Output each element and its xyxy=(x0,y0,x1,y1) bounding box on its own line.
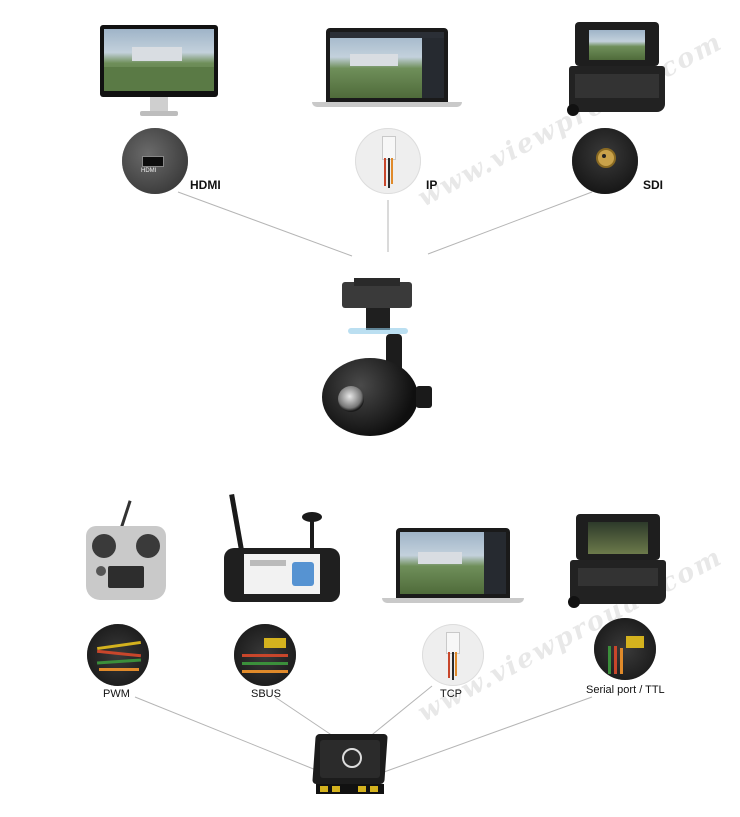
laptop-device-bottom xyxy=(382,528,524,606)
case-screen-top xyxy=(589,30,645,60)
line-pwm xyxy=(134,696,317,771)
ground-station-case-top xyxy=(567,22,667,116)
sdi-connector-thumbnail xyxy=(572,128,638,194)
tcp-cable-thumbnail xyxy=(422,624,484,686)
label-serial-port: Serial port / TTL xyxy=(586,684,665,696)
ip-cable-thumbnail xyxy=(355,128,421,194)
handheld-ground-controller xyxy=(222,493,342,604)
laptop-screen-bottom xyxy=(400,532,506,594)
rc-transmitter xyxy=(82,500,170,602)
sbus-wiring-thumbnail xyxy=(234,624,296,686)
monitor-device xyxy=(100,25,220,120)
board-logo-icon xyxy=(342,748,362,768)
line-sbus xyxy=(274,696,337,739)
label-ip: IP xyxy=(426,178,438,192)
serial-port-wiring-thumbnail xyxy=(594,618,656,680)
line-tcp xyxy=(367,685,433,739)
hdmi-port-text: HDMI xyxy=(141,168,157,174)
line-hdmi xyxy=(177,191,353,257)
label-hdmi: HDMI xyxy=(190,178,221,192)
label-sdi: SDI xyxy=(643,178,664,192)
camera-lens xyxy=(338,386,364,412)
control-board xyxy=(312,734,388,800)
ground-station-case-bottom xyxy=(568,514,668,608)
line-sdi xyxy=(427,191,593,255)
laptop-screen-top xyxy=(330,32,444,98)
label-sbus: SBUS xyxy=(251,688,281,700)
monitor-screen xyxy=(104,29,214,91)
label-pwm: PWM xyxy=(103,688,130,700)
laptop-device-top xyxy=(312,28,462,110)
line-serial xyxy=(383,696,593,773)
case-screen-bottom xyxy=(588,522,648,554)
label-tcp: TCP xyxy=(440,688,462,700)
pwm-wiring-thumbnail xyxy=(87,624,149,686)
hdmi-port-thumbnail: HDMI xyxy=(122,128,188,194)
gimbal-camera xyxy=(318,278,442,438)
